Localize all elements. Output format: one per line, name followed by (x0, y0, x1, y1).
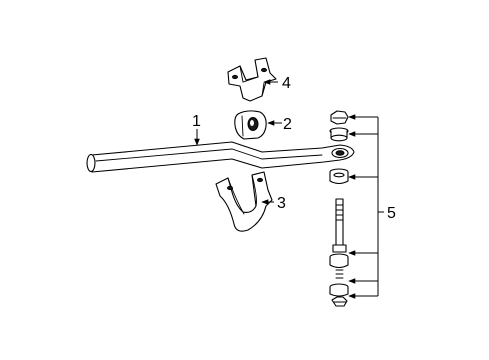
callout-4: 4 (282, 75, 291, 92)
link-kit (329, 110, 349, 307)
callout-3: 3 (277, 195, 286, 212)
leader-lines (194, 79, 384, 299)
callout-1: 1 (192, 113, 201, 130)
callout-2: 2 (283, 116, 292, 133)
bar-clamp (215, 171, 273, 232)
leader-5 (348, 114, 384, 299)
stabilizer-bar (86, 141, 355, 173)
bar-bracket-upper (227, 57, 277, 102)
bar-bushing (234, 110, 267, 140)
callout-5: 5 (387, 205, 396, 222)
